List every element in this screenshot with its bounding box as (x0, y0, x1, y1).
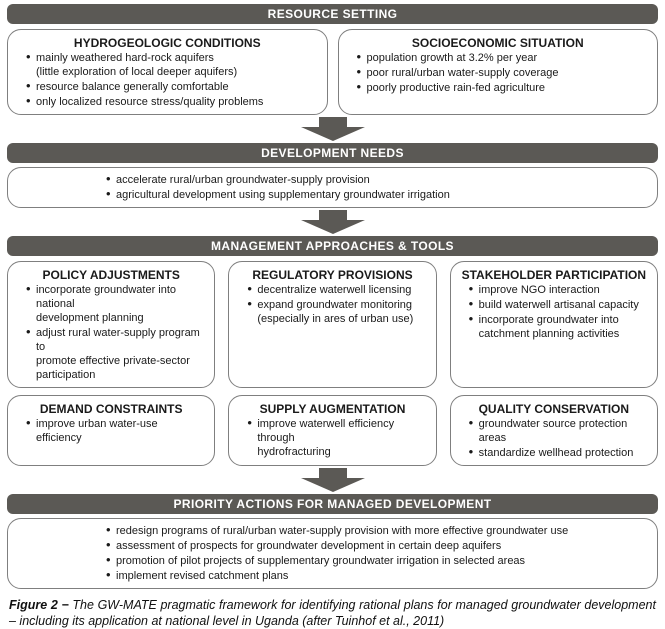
bullet-item: agricultural development using supplemen… (104, 187, 649, 202)
bullet-item: improve NGO interaction (467, 282, 649, 297)
box-socioeconomic-situation: SOCIOECONOMIC SITUATION population growt… (337, 29, 658, 115)
bullet-list: accelerate rural/urban groundwater-suppl… (16, 172, 649, 202)
box-demand-constraints: DEMAND CONSTRAINTS improve urban water-u… (7, 395, 216, 466)
down-arrow-icon (300, 468, 365, 492)
bullet-item: promotion of pilot projects of supplemen… (104, 553, 649, 568)
bullet-list: improve urban water-use efficiency (16, 416, 206, 445)
bullet-item: mainly weathered hard-rock aquifers (lit… (24, 50, 319, 79)
arrow-stem (318, 468, 347, 478)
bullet-list: redesign programs of rural/urban water-s… (16, 523, 649, 583)
bullet-item: decentralize waterwell licensing (245, 282, 427, 297)
bullet-item: build waterwell artisanal capacity (467, 297, 649, 312)
bullet-item: implement revised catchment plans (104, 568, 649, 583)
down-arrow-icon (300, 117, 365, 141)
bullet-item: only localized resource stress/quality p… (24, 94, 319, 109)
bullet-item: poorly productive rain-fed agriculture (355, 80, 650, 95)
bullet-list: decentralize waterwell licensing expand … (237, 282, 427, 326)
box-regulatory-provisions: REGULATORY PROVISIONS decentralize water… (228, 261, 437, 388)
bullet-item: improve waterwell efficiency through hyd… (245, 416, 427, 459)
arrow-head (300, 127, 365, 141)
bullet-item: improve urban water-use efficiency (24, 416, 206, 445)
figure-caption: Figure 2 − The GW-MATE pragmatic framewo… (9, 597, 656, 629)
bullet-list: groundwater source protection areas stan… (459, 416, 649, 460)
box-title: QUALITY CONSERVATION (478, 402, 630, 416)
section-bar-resource-setting: RESOURCE SETTING (7, 4, 658, 24)
bullet-item: redesign programs of rural/urban water-s… (104, 523, 649, 538)
box-development-needs: accelerate rural/urban groundwater-suppl… (7, 167, 658, 208)
section-bar-management-approaches: MANAGEMENT APPROACHES & TOOLS (7, 236, 658, 256)
figure-caption-text: The GW-MATE pragmatic framework for iden… (9, 598, 656, 628)
box-title: REGULATORY PROVISIONS (252, 268, 413, 282)
bullet-item: poor rural/urban water-supply coverage (355, 65, 650, 80)
management-boxes-grid: POLICY ADJUSTMENTS incorporate groundwat… (7, 261, 658, 466)
arrow-stem (318, 117, 347, 127)
arrow-head (300, 478, 365, 492)
arrow-stem (318, 210, 347, 220)
resource-boxes-row: HYDROGEOLOGIC CONDITIONS mainly weathere… (7, 29, 658, 115)
bullet-item: expand groundwater monitoring (especiall… (245, 297, 427, 326)
bullet-list: improve waterwell efficiency through hyd… (237, 416, 427, 459)
box-stakeholder-participation: STAKEHOLDER PARTICIPATION improve NGO in… (449, 261, 658, 388)
box-title: DEMAND CONSTRAINTS (39, 402, 183, 416)
box-title: SUPPLY AUGMENTATION (259, 402, 406, 416)
figure-caption-label: Figure 2 (9, 598, 58, 612)
down-arrow-icon (300, 210, 365, 234)
box-title: POLICY ADJUSTMENTS (42, 268, 180, 282)
bullet-list: population growth at 3.2% per year poor … (347, 50, 650, 95)
box-quality-conservation: QUALITY CONSERVATION groundwater source … (449, 395, 658, 466)
box-title: SOCIOECONOMIC SITUATION (411, 36, 584, 50)
box-title: STAKEHOLDER PARTICIPATION (461, 268, 647, 282)
bullet-item: incorporate groundwater into catchment p… (467, 312, 649, 341)
box-supply-augmentation: SUPPLY AUGMENTATION improve waterwell ef… (228, 395, 437, 466)
bullet-item: accelerate rural/urban groundwater-suppl… (104, 172, 649, 187)
box-hydrogeologic-conditions: HYDROGEOLOGIC CONDITIONS mainly weathere… (7, 29, 328, 115)
bullet-list: mainly weathered hard-rock aquifers (lit… (16, 50, 319, 109)
bullet-item: population growth at 3.2% per year (355, 50, 650, 65)
section-bar-development-needs: DEVELOPMENT NEEDS (7, 143, 658, 163)
bullet-item: groundwater source protection areas (467, 416, 649, 445)
section-bar-priority-actions: PRIORITY ACTIONS FOR MANAGED DEVELOPMENT (7, 494, 658, 514)
bullet-item: resource balance generally comfortable (24, 79, 319, 94)
box-title: HYDROGEOLOGIC CONDITIONS (73, 36, 261, 50)
box-priority-actions: redesign programs of rural/urban water-s… (7, 518, 658, 589)
box-policy-adjustments: POLICY ADJUSTMENTS incorporate groundwat… (7, 261, 216, 388)
bullet-item: adjust rural water-supply program to pro… (24, 325, 206, 382)
figure-caption-dash: − (61, 598, 69, 612)
bullet-item: standardize wellhead protection (467, 445, 649, 460)
bullet-item: incorporate groundwater into national de… (24, 282, 206, 325)
bullet-list: improve NGO interaction build waterwell … (459, 282, 649, 341)
bullet-list: incorporate groundwater into national de… (16, 282, 206, 382)
arrow-head (300, 220, 365, 234)
bullet-item: assessment of prospects for groundwater … (104, 538, 649, 553)
